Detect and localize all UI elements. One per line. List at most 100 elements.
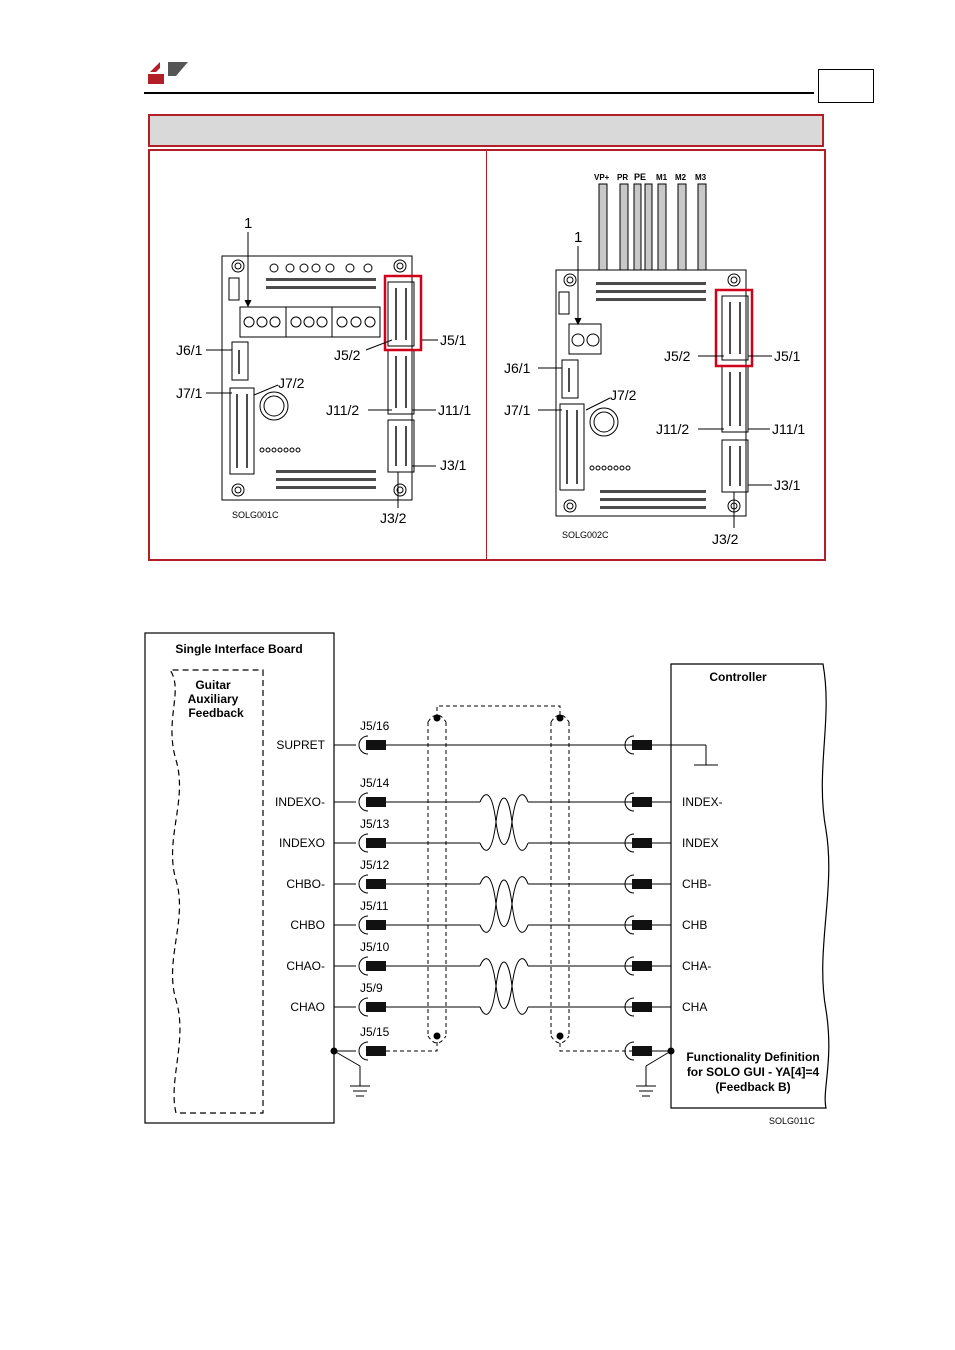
interface-signal-label: CHAO- (286, 959, 325, 973)
shield-drain-right (559, 1036, 632, 1052)
left-pin (366, 1046, 386, 1056)
left-socket (358, 735, 369, 755)
right-power-pin-pe: PE (634, 172, 646, 182)
left-socket (358, 956, 369, 976)
controller-signal-label: INDEX (682, 836, 719, 850)
left-label-j7-1: J7/1 (176, 385, 203, 401)
interface-signal-label: CHBO (290, 918, 325, 932)
left-label-j11-1: J11/1 (438, 402, 471, 418)
right-power-pin-m2: M2 (675, 173, 687, 182)
supret-ground-symbol (694, 745, 718, 766)
right-board-code: SOLG002C (562, 530, 609, 540)
interface-board-title: Single Interface Board (175, 642, 302, 656)
right-label-j5-1: J5/1 (774, 348, 801, 364)
right-power-pin-m1: M1 (656, 173, 668, 182)
right-pin (632, 838, 652, 848)
controller-box (670, 663, 830, 1109)
functionality-note-line-1: Functionality Definition (686, 1050, 819, 1064)
right-power-pin-pr: PR (617, 173, 628, 182)
left-label-j11-2: J11/2 (326, 402, 359, 418)
left-pin (366, 961, 386, 971)
controller-title: Controller (709, 670, 767, 684)
left-label-j7-2: J7/2 (278, 375, 305, 391)
pin-label: J5/14 (360, 776, 390, 790)
pin-label: J5/12 (360, 858, 390, 872)
signal-row: J5/15 (334, 1025, 671, 1061)
header-rule (144, 92, 814, 94)
right-label-j7-1: J7/1 (504, 402, 531, 418)
interface-signal-label: SUPRET (276, 738, 325, 752)
page-number-box (818, 69, 874, 103)
ground-symbol-right (636, 1047, 675, 1097)
cable-shield-left (427, 722, 447, 1036)
twisted-pair-index (479, 794, 529, 851)
feedback-block-line-1: Guitar (195, 678, 231, 692)
pin-label: J5/9 (360, 981, 383, 995)
left-label-j3-2: J3/2 (380, 510, 407, 526)
right-board-figure: VP+ PR PE M1 M2 M3 1 J6/1 J7/1 J7/2 J5/2… (504, 172, 805, 547)
pin-label: J5/16 (360, 719, 390, 733)
right-label-j6-1: J6/1 (504, 360, 531, 376)
left-socket (358, 874, 369, 894)
left-socket (358, 833, 369, 853)
left-pin (366, 838, 386, 848)
section-title-bar (148, 114, 824, 147)
ground-symbol-left (330, 1047, 370, 1097)
left-label-j6-1: J6/1 (176, 342, 203, 358)
right-pin (632, 879, 652, 889)
pin-label: J5/11 (360, 899, 389, 913)
j5-highlight (383, 274, 423, 352)
right-pin (632, 961, 652, 971)
interface-board-box (144, 632, 335, 1124)
left-socket (358, 792, 369, 812)
board-figures-panel (148, 149, 826, 561)
left-socket (358, 997, 369, 1017)
left-callout-1: 1 (244, 215, 252, 232)
right-pin (632, 1046, 652, 1056)
right-label-j3-1: J3/1 (774, 477, 801, 493)
wiring-diagram-code: SOLG011C (769, 1116, 815, 1126)
controller-signal-label: CHA (682, 1000, 707, 1014)
right-pin (632, 920, 652, 930)
left-pin (366, 1002, 386, 1012)
pin-label: J5/13 (360, 817, 390, 831)
controller-signal-label: CHA- (682, 959, 711, 973)
left-board-code: SOLG001C (232, 510, 279, 520)
interface-signal-label: INDEXO (279, 836, 325, 850)
pin-label: J5/15 (360, 1025, 390, 1039)
right-pin (632, 740, 652, 750)
j5-highlight (714, 288, 754, 368)
pin-label: J5/10 (360, 940, 390, 954)
controller-signal-label: INDEX- (682, 795, 723, 809)
right-power-pin-m3: M3 (695, 173, 707, 182)
right-label-j11-1: J11/1 (772, 421, 805, 437)
left-socket (358, 915, 369, 935)
elmo-logo-icon (148, 62, 188, 84)
left-pin (366, 740, 386, 750)
right-pin (632, 1002, 652, 1012)
interface-signal-label: CHBO- (286, 877, 325, 891)
functionality-note-line-2: for SOLO GUI - YA[4]=4 (687, 1065, 820, 1079)
feedback-block-line-2: Auxiliary (188, 692, 239, 706)
twisted-pair-chb (479, 876, 529, 933)
left-label-j5-2: J5/2 (334, 347, 361, 363)
shield-drain-left (386, 1036, 438, 1052)
left-label-j3-1: J3/1 (440, 457, 467, 473)
feedback-block-line-3: Feedback (188, 706, 244, 720)
panel-divider (486, 151, 487, 559)
interface-signal-label: CHAO (290, 1000, 325, 1014)
left-label-j5-1: J5/1 (440, 332, 467, 348)
controller-signal-label: CHB- (682, 877, 711, 891)
right-callout-1: 1 (574, 229, 582, 246)
controller-signal-label: CHB (682, 918, 707, 932)
left-pin (366, 879, 386, 889)
right-label-j11-2: J11/2 (656, 421, 689, 437)
